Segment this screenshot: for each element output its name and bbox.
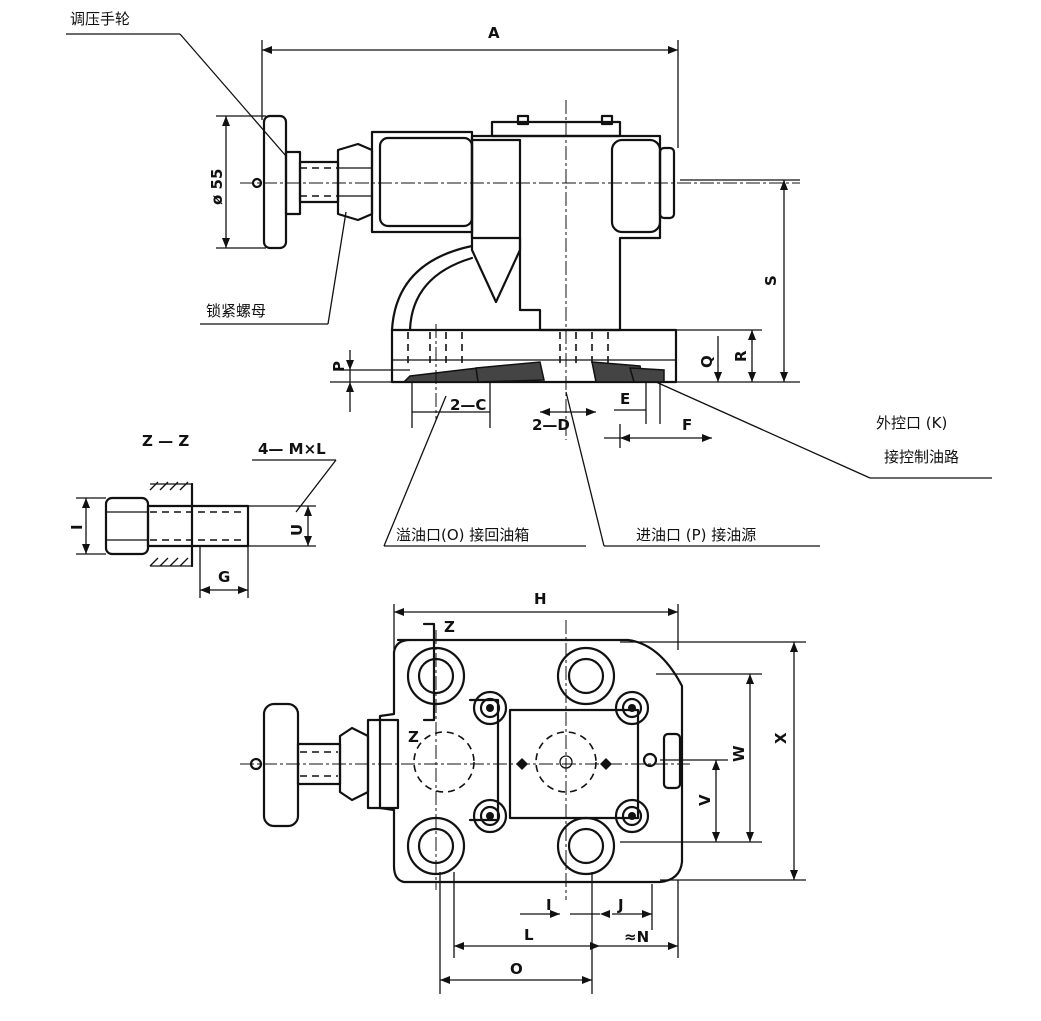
dim-2C: 2—C (450, 396, 486, 414)
label-inlet-port: 进油口 (P) 接油源 (636, 526, 756, 544)
dim-F: F (682, 416, 692, 434)
section-title: Z — Z (142, 432, 189, 450)
section-zz: Z — Z 4— M×L I U G (68, 432, 337, 598)
dim-P: P (330, 361, 348, 372)
elevation-labels: 调压手轮 锁紧螺母 外控口 (K) 接控制油路 溢油口(O) 接回油箱 进油口 … (66, 10, 992, 547)
dim-dia55: ø 55 (208, 169, 226, 205)
dim-I-side: I (68, 524, 86, 530)
label-handwheel: 调压手轮 (70, 10, 130, 28)
dim-L: L (524, 926, 534, 944)
dim-E: E (620, 390, 630, 408)
plan-dimensions: H X W V I J L (393, 590, 806, 994)
elevation-view (240, 100, 800, 440)
dim-A: A (488, 24, 500, 42)
dim-J: J (617, 896, 624, 914)
dim-W: W (730, 745, 748, 762)
elevation-dimensions: A ø 55 S R Q P 2—C (208, 24, 800, 448)
label-ext-control-2: 接控制油路 (884, 448, 959, 466)
dim-X: X (772, 732, 790, 744)
dim-V: V (696, 794, 714, 806)
dim-Q: Q (698, 355, 716, 368)
bolt-spec: 4— M×L (258, 440, 326, 458)
label-locknut: 锁紧螺母 (206, 302, 266, 320)
dim-H: H (534, 590, 547, 608)
dim-S: S (762, 275, 780, 286)
dim-I: I (546, 896, 552, 914)
dim-G: G (218, 568, 230, 586)
dim-R: R (732, 350, 750, 362)
dim-U: U (288, 524, 306, 536)
plan-view: Z Z (240, 618, 690, 900)
label-overflow-port: 溢油口(O) 接回油箱 (396, 526, 529, 544)
dim-O: O (510, 960, 523, 978)
dim-N: ≈N (624, 928, 649, 946)
label-ext-control-1: 外控口 (K) (876, 414, 947, 432)
dim-2D: 2—D (532, 416, 570, 434)
section-mark-mid: Z (408, 728, 419, 746)
section-mark-top: Z (444, 618, 455, 636)
